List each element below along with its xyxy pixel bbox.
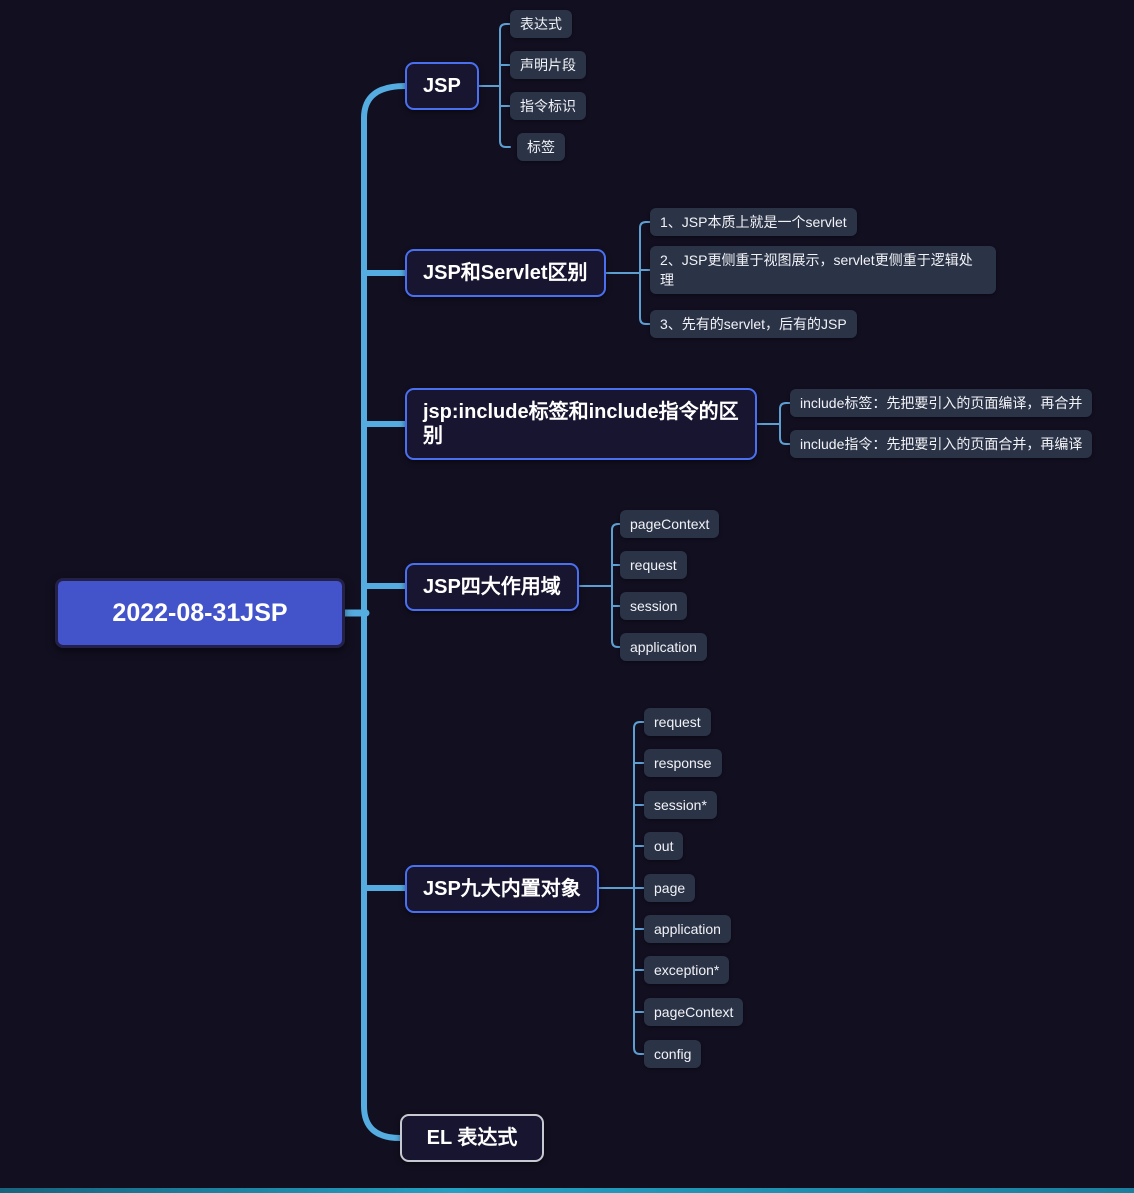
subtopic-label: application [630, 639, 697, 655]
subtopic-label: exception* [654, 962, 720, 978]
branch-connectors [361, 270, 408, 891]
subtopic-label: page [654, 880, 686, 896]
subtopic-label: session* [654, 797, 707, 813]
subtopic-obj-config[interactable]: config [644, 1040, 702, 1068]
subtopic-include-tag[interactable]: include标签：先把要引入的页面编译，再合并 [790, 389, 1093, 417]
subtopic-label: application [654, 921, 721, 937]
subtopic-servlet-diff-1[interactable]: 1、JSP本质上就是一个servlet [650, 208, 857, 236]
subtopic-label: config [654, 1046, 692, 1062]
subtopic-scope-application[interactable]: application [620, 633, 707, 661]
branch-el-expression[interactable]: EL 表达式 [400, 1114, 544, 1162]
subtopic-label: include标签：先把要引入的页面编译，再合并 [800, 395, 1083, 411]
subtopic-tag[interactable]: 标签 [517, 133, 565, 161]
subtopic-obj-page[interactable]: page [644, 874, 696, 902]
subtopic-scope-session[interactable]: session [620, 592, 688, 620]
subtopic-label: 表达式 [520, 16, 562, 32]
subtopic-label: 3、先有的servlet，后有的JSP [660, 316, 847, 332]
subtopic-servlet-diff-3[interactable]: 3、先有的servlet，后有的JSP [650, 310, 857, 338]
subtopic-label: request [654, 714, 701, 730]
servlet-diff-child-connectors [599, 221, 651, 325]
subtopic-obj-out[interactable]: out [644, 832, 684, 860]
branch-jsp-vs-servlet-label: JSP和Servlet区别 [423, 262, 588, 284]
subtopic-label: include指令：先把要引入的页面合并，再编译 [800, 436, 1083, 452]
subtopic-label: 声明片段 [520, 57, 576, 73]
branch-jsp[interactable]: JSP [405, 62, 479, 110]
subtopic-obj-request[interactable]: request [644, 708, 711, 736]
scopes-child-connectors [579, 523, 621, 648]
subtopic-servlet-diff-2[interactable]: 2、JSP更侧重于视图展示，servlet更侧重于逻辑处理 [650, 246, 996, 294]
subtopic-label: 指令标识 [520, 98, 576, 114]
branch-jsp-label: JSP [423, 75, 461, 97]
branch-builtin-objects-label: JSP九大内置对象 [423, 878, 581, 900]
branch-four-scopes-label: JSP四大作用域 [423, 576, 561, 598]
branch-el-expression-label: EL 表达式 [426, 1127, 518, 1149]
root-topic-label: 2022-08-31JSP [112, 598, 288, 627]
builtin-objects-child-connectors [594, 721, 645, 1055]
subtopic-obj-session[interactable]: session* [644, 791, 717, 819]
branch-four-scopes[interactable]: JSP四大作用域 [405, 563, 579, 611]
subtopic-directive[interactable]: 指令标识 [510, 92, 586, 120]
subtopic-obj-application[interactable]: application [644, 915, 731, 943]
subtopic-label: response [654, 755, 712, 771]
bottom-edge-bar [0, 1188, 1134, 1193]
branch-builtin-objects[interactable]: JSP九大内置对象 [405, 865, 599, 913]
subtopic-label: session [630, 598, 678, 614]
subtopic-obj-pagecontext[interactable]: pageContext [644, 998, 744, 1026]
subtopic-obj-response[interactable]: response [644, 749, 722, 777]
subtopic-label: pageContext [654, 1004, 734, 1020]
subtopic-label: 标签 [527, 139, 555, 155]
subtopic-label: pageContext [630, 516, 710, 532]
root-topic[interactable]: 2022-08-31JSP [55, 578, 345, 648]
subtopic-scope-request[interactable]: request [620, 551, 687, 579]
subtopic-expression[interactable]: 表达式 [510, 10, 572, 38]
subtopic-include-directive[interactable]: include指令：先把要引入的页面合并，再编译 [790, 430, 1093, 458]
branch-jsp-vs-servlet[interactable]: JSP和Servlet区别 [405, 249, 606, 297]
subtopic-label: request [630, 557, 677, 573]
subtopic-label: out [654, 838, 674, 854]
subtopic-declaration[interactable]: 声明片段 [510, 51, 586, 79]
subtopic-label: 1、JSP本质上就是一个servlet [660, 214, 847, 230]
spine-line [361, 83, 408, 1141]
branch-include-diff-label: jsp:include标签和include指令的区别 [423, 401, 739, 447]
subtopic-obj-exception[interactable]: exception* [644, 956, 730, 984]
subtopic-label: 2、JSP更侧重于视图展示，servlet更侧重于逻辑处理 [660, 252, 973, 288]
branch-include-diff[interactable]: jsp:include标签和include指令的区别 [405, 388, 757, 460]
subtopic-scope-pagecontext[interactable]: pageContext [620, 510, 720, 538]
